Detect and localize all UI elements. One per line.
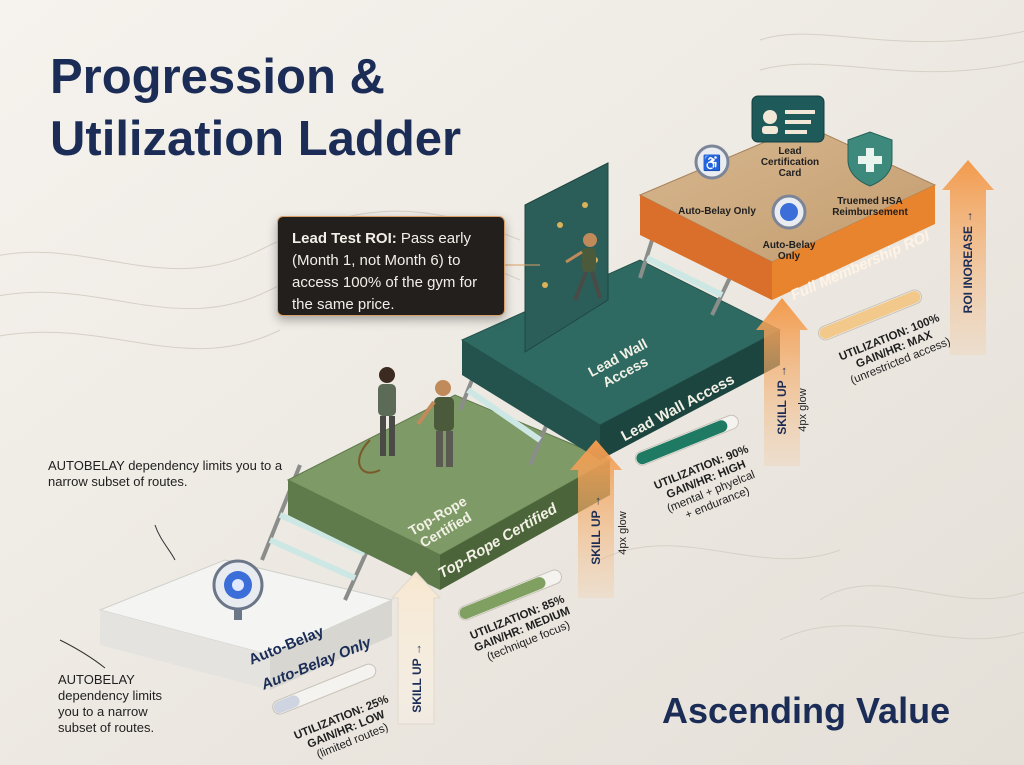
- util-bar-3: [634, 414, 739, 466]
- note-leader-line-2: [59, 639, 106, 669]
- note-leader-line-1: [154, 524, 176, 561]
- id-card-icon: [751, 95, 825, 143]
- title-line-2: Utilization Ladder: [50, 112, 462, 166]
- svg-text:SKILL UP →: SKILL UP →: [775, 365, 789, 435]
- tier3-top-label: Lead WallAccess: [585, 335, 657, 394]
- svg-text:♿: ♿: [703, 154, 722, 172]
- util-bar-2: [457, 569, 563, 621]
- skill-up-arrow-2: SKILL UP → 4px glow: [570, 440, 629, 598]
- callout-text: Pass early (Month 1, not Month 6) to acc…: [292, 230, 478, 313]
- tier-auto-belay: [98, 559, 394, 690]
- autobelay-note-top: AUTOBELAY dependency limits you to a nar…: [48, 458, 283, 489]
- svg-text:SKILL UP →: SKILL UP →: [589, 495, 603, 565]
- svg-text:4px glow: 4px glow: [797, 388, 809, 431]
- topo-lines: [0, 30, 1024, 641]
- util-fill-1: [273, 695, 300, 714]
- util-bar-1: [272, 663, 377, 715]
- util-fill-3: [636, 420, 728, 465]
- auto-belay-only-item: ♿ Auto-Belay Only: [678, 144, 756, 217]
- ascending-value-heading: Ascending Value: [662, 690, 951, 731]
- util-fill-4: [819, 291, 921, 339]
- callout-label: Lead Test ROI:: [292, 230, 397, 247]
- roi-increase-arrow: ROI INOREASE →: [942, 160, 994, 355]
- lead-test-roi-callout: Lead Test ROI: Pass early (Month 1, not …: [277, 216, 505, 316]
- svg-text:ROI INOREASE →: ROI INOREASE →: [961, 211, 975, 314]
- climber-partner-figures: [358, 367, 454, 474]
- autobelay-note-bottom: AUTOBELAY dependency limits you to a nar…: [58, 672, 163, 735]
- util-bar-4: [817, 289, 923, 341]
- util-fill-2: [459, 577, 546, 619]
- title-line-1: Progression &: [50, 50, 385, 104]
- skill-up-arrow-1: SKILL UP →: [390, 571, 442, 725]
- svg-text:4px glow: 4px glow: [617, 511, 629, 554]
- skill-up-arrow-3: SKILL UP → 4px glow: [756, 298, 809, 466]
- lead-climbing-wall: [524, 162, 609, 353]
- tier-lead-wall: [460, 162, 782, 460]
- svg-text:SKILL UP →: SKILL UP →: [410, 643, 424, 713]
- auto-belay-clip-icon: [694, 144, 730, 180]
- page-title: Progression & Utilization Ladder: [50, 46, 570, 170]
- svg-text:Auto-Belay Only: Auto-Belay Only: [678, 206, 756, 217]
